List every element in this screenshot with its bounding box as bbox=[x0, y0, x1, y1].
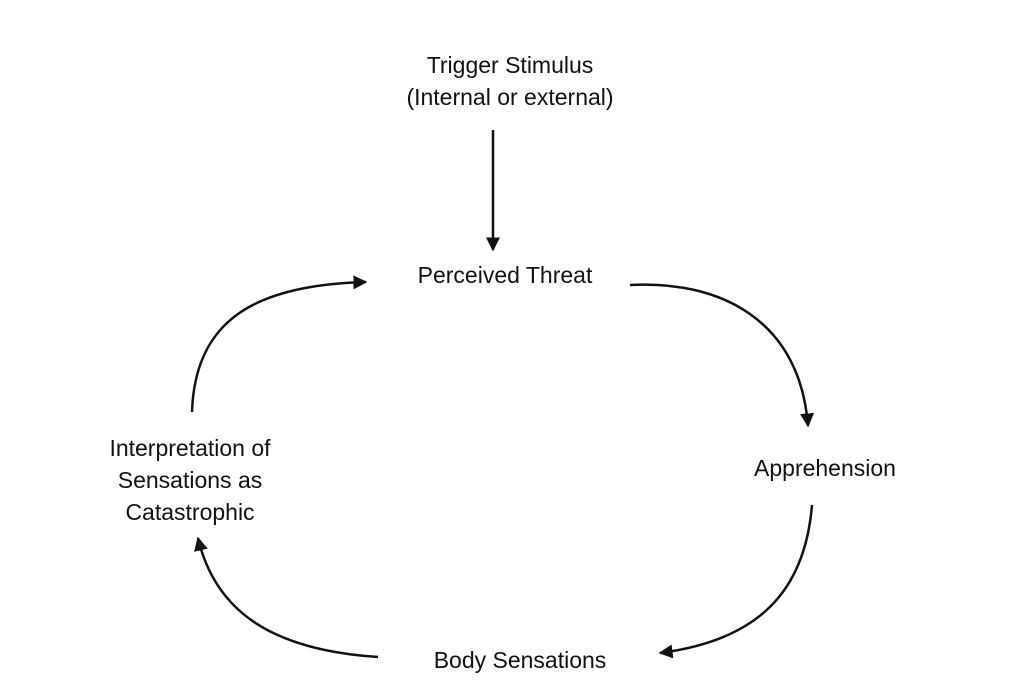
node-body-sensations: Body Sensations bbox=[380, 644, 660, 676]
node-interpretation: Interpretation of Sensations as Catastro… bbox=[40, 432, 340, 528]
arrow-body-to-interpretation bbox=[194, 536, 379, 659]
interpretation-line1: Interpretation of bbox=[109, 435, 271, 461]
apprehension-label: Apprehension bbox=[754, 455, 896, 481]
arrow-threat-to-apprehension bbox=[629, 283, 815, 428]
trigger-stimulus-line2: (Internal or external) bbox=[406, 84, 614, 110]
node-perceived-threat: Perceived Threat bbox=[365, 259, 645, 291]
interpretation-line2: Sensations as bbox=[117, 467, 263, 493]
node-trigger-stimulus: Trigger Stimulus (Internal or external) bbox=[360, 49, 660, 113]
arrow-interpretation-to-threat bbox=[190, 275, 368, 413]
trigger-stimulus-line1: Trigger Stimulus bbox=[426, 52, 594, 78]
node-apprehension: Apprehension bbox=[715, 452, 935, 484]
body-sensations-label: Body Sensations bbox=[433, 647, 607, 673]
perceived-threat-label: Perceived Threat bbox=[417, 262, 593, 288]
arrow-apprehension-to-body bbox=[658, 504, 814, 659]
interpretation-line3: Catastrophic bbox=[125, 499, 255, 525]
